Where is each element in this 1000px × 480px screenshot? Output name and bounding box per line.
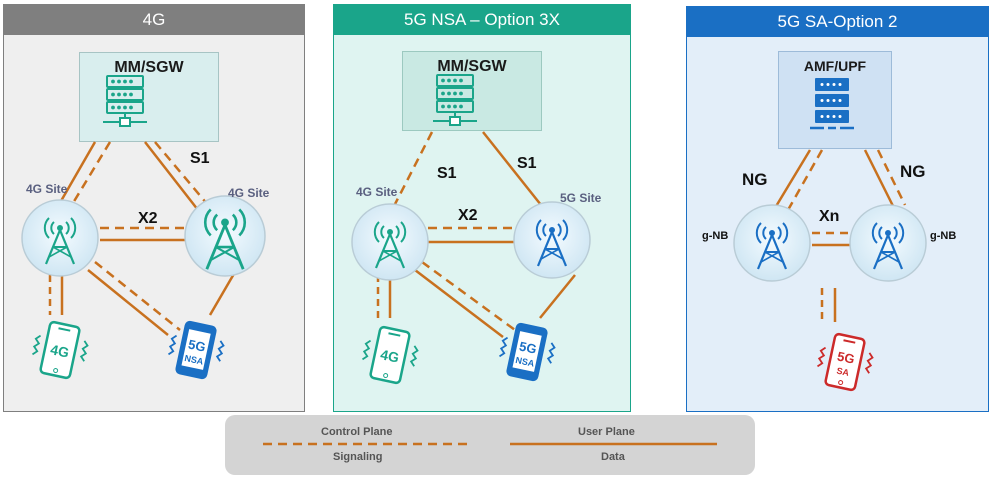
link-label-x2: X2 xyxy=(458,207,478,224)
panel-sa-header: 5G SA-Option 2 xyxy=(687,7,988,37)
link-label-x2: X2 xyxy=(138,210,158,227)
legend-control-plane: Control Plane xyxy=(321,426,393,438)
server-icon xyxy=(810,78,854,130)
links-4g xyxy=(48,141,237,336)
phone-icon: 5G NSA xyxy=(498,322,557,382)
phone-sublabel: SA xyxy=(836,366,851,378)
phone-sublabel: NSA xyxy=(515,355,536,369)
phone-label: 5G xyxy=(518,338,538,356)
link-label-s1: S1 xyxy=(190,150,210,167)
link-label-s1: S1 xyxy=(517,155,537,172)
phone-sublabel: NSA xyxy=(184,353,205,367)
site-label: g-NB xyxy=(930,230,957,242)
core-label: MM/SGW xyxy=(114,59,184,76)
core-box-4g: MM/SGW xyxy=(79,52,219,142)
server-icon xyxy=(102,75,148,127)
panel-4g-header: 4G xyxy=(4,5,304,35)
server-icon xyxy=(432,74,478,126)
phone-label: 5G xyxy=(836,348,856,366)
site-circle xyxy=(513,201,591,279)
phone-icon: 4G xyxy=(31,320,90,380)
site-label: 4G Site xyxy=(356,185,398,199)
site-label: 4G Site xyxy=(26,182,68,196)
phone-label: 4G xyxy=(379,346,401,366)
site-circle xyxy=(733,204,811,282)
legend-data: Data xyxy=(601,451,625,463)
legend-user-plane: User Plane xyxy=(578,426,635,438)
link-label-xn: Xn xyxy=(819,208,840,225)
site-label: 5G Site xyxy=(560,191,602,205)
core-label: AMF/UPF xyxy=(803,58,867,74)
link-label-ng: NG xyxy=(742,170,768,189)
site-circle xyxy=(351,203,429,281)
legend-signaling: Signaling xyxy=(333,451,383,463)
phone-label: 4G xyxy=(49,341,71,361)
phone-icon: 4G xyxy=(361,325,420,385)
phone-label: 5G xyxy=(187,336,207,354)
legend: Control Plane Signaling User Plane Data xyxy=(225,415,755,475)
site-label: g-NB xyxy=(702,230,729,242)
panel-nsa-header: 5G NSA – Option 3X xyxy=(334,5,630,35)
site-circle xyxy=(21,199,99,277)
core-label: MM/SGW xyxy=(437,58,507,75)
link-label-s1: S1 xyxy=(437,165,457,182)
panel-5g-sa: 5G SA-Option 2 AMF/UPF xyxy=(686,6,989,412)
links-nsa xyxy=(376,131,576,338)
site-circle xyxy=(849,204,927,282)
phone-icon: 5G SA xyxy=(816,332,875,392)
links-sa xyxy=(773,149,907,322)
link-label-ng: NG xyxy=(900,162,926,181)
site-label: 4G Site xyxy=(228,186,270,200)
site-circle xyxy=(184,195,266,277)
phone-icon: 5G NSA xyxy=(167,320,226,380)
legend-lines xyxy=(263,442,717,446)
